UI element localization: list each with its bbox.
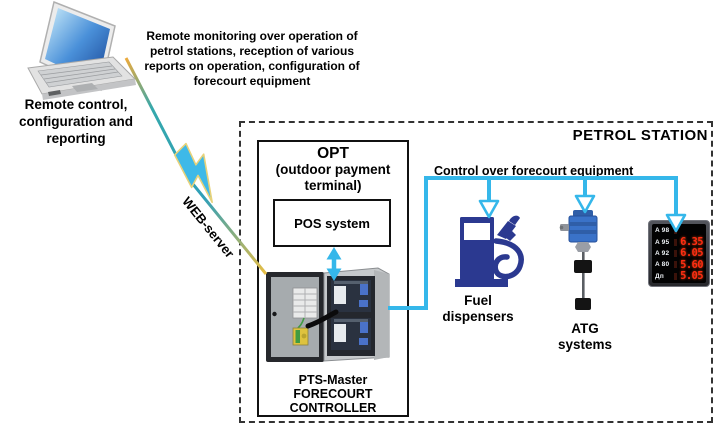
- dim-segment: [674, 272, 677, 280]
- atg-probe-icon: [559, 210, 598, 310]
- fuel-grade-label: A 92: [655, 249, 670, 257]
- laptop-caption: Remote control, configuration and report…: [19, 97, 133, 146]
- price-row: A 95 6.35: [655, 236, 704, 249]
- dim-segment: [674, 249, 677, 257]
- fuel-grade-label: A 80: [655, 261, 670, 269]
- fuel-grade-label: Дп: [655, 272, 664, 280]
- price-display-icon: A 98 A 95 6.35 A 92 6.05 A 80 5.60 Дп: [648, 220, 710, 287]
- fuel-grade-label: A 95: [655, 238, 670, 246]
- price-row: Дп 5.05: [655, 270, 704, 283]
- web-server-label: WEB-server: [179, 194, 238, 261]
- pos-system-label: POS system: [294, 215, 370, 231]
- fuel-price-value: 6.35: [680, 236, 703, 249]
- dim-segment: [674, 227, 677, 235]
- controller-caption: PTS-Master FORECOURT CONTROLLER: [289, 373, 377, 415]
- dim-segment: [674, 238, 677, 246]
- fuel-price-value: 5.60: [680, 258, 703, 271]
- fuel-price-value: 5.05: [680, 270, 703, 283]
- opt-subtitle: (outdoor payment terminal): [275, 162, 391, 193]
- price-row: A 92 6.05: [655, 247, 704, 260]
- lightning-bolt-icon: [173, 142, 213, 204]
- fuel-dispensers-caption: Fuel dispensers: [442, 293, 514, 324]
- pos-system-box: POS system: [273, 199, 391, 247]
- dim-segment: [674, 261, 677, 269]
- petrol-station-title: PETROL STATION: [572, 127, 708, 144]
- atg-systems-caption: ATG systems: [557, 321, 613, 352]
- price-display-face: A 98 A 95 6.35 A 92 6.05 A 80 5.60 Дп: [652, 224, 706, 283]
- forecourt-controller-cabinet-icon: [266, 267, 390, 362]
- fuel-dispenser-icon: [455, 215, 524, 287]
- remote-monitoring-note: Remote monitoring over operation of petr…: [144, 29, 360, 88]
- fuel-grade-label: A 98: [655, 227, 670, 235]
- laptop-icon: [27, 0, 137, 100]
- opt-title: OPT: [317, 145, 349, 162]
- control-over-equipment-label: Control over forecourt equipment: [434, 164, 634, 178]
- price-row: A 98: [655, 225, 703, 236]
- price-row: A 80 5.60: [655, 258, 704, 271]
- fuel-price-value: 6.05: [680, 247, 703, 260]
